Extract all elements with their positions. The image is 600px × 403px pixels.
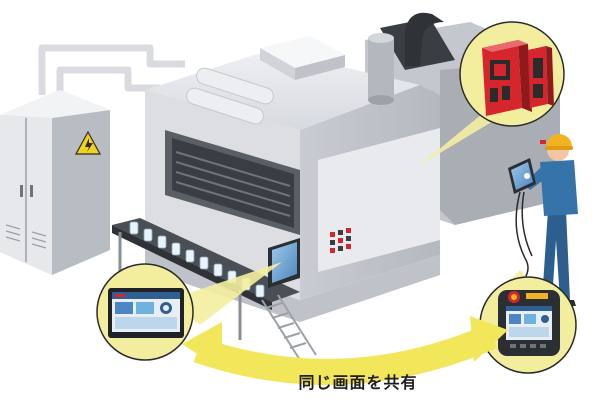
electrical-cabinet <box>0 90 110 275</box>
high-voltage-icon <box>74 130 102 155</box>
handheld-pendant-icon <box>498 290 560 356</box>
machine-main-body <box>145 33 440 322</box>
pipe <box>38 44 185 95</box>
double-arrow-icon <box>182 316 508 385</box>
touch-panel-display <box>108 288 184 338</box>
operator-worker <box>508 133 578 306</box>
mounted-hmi-panel <box>268 238 300 288</box>
plc-module-icon <box>482 40 532 116</box>
shared-screen-caption: 同じ画面を共有 <box>298 373 418 392</box>
pendant-callout <box>479 270 577 374</box>
indicator-lights <box>330 228 351 253</box>
io-module-icon <box>528 46 554 108</box>
controller-callout <box>420 21 565 165</box>
hmi-callout <box>96 262 282 361</box>
